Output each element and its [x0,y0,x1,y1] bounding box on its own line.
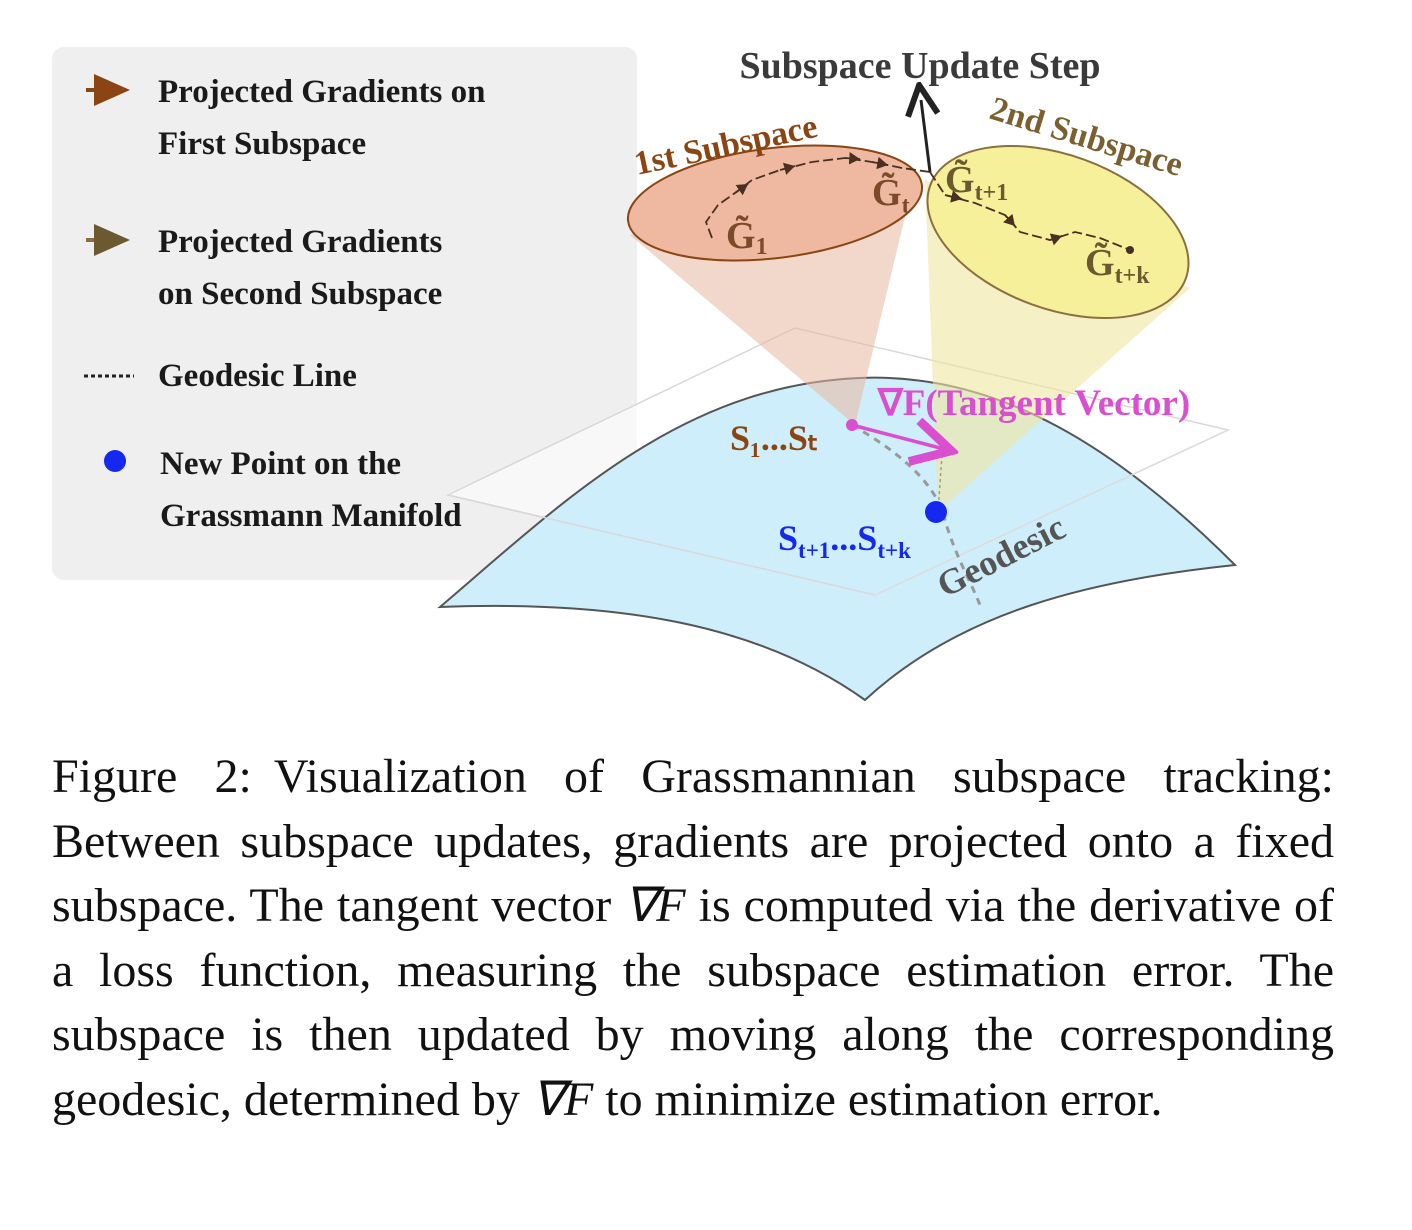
diagram-canvas: Subspace Update Step 1st Subspace 2nd Su… [84,45,1238,702]
legend-blue-dot-icon [104,450,126,472]
gt1-label: G̃t+1 [945,159,1008,206]
g1-label: G̃1 [726,215,768,260]
s-range-first-label: S₁...Sₜ [730,418,818,458]
nabla-f-math-2: ∇F [531,1072,594,1126]
nabla-f-math: ∇F [624,879,686,932]
gt-label: G̃t [872,172,910,219]
second-subspace-ellipse [926,144,1190,320]
legend-item-new-point: New Point on the Grassmann Manifold [160,446,462,534]
first-subspace-ellipse [626,144,924,262]
caption-label: Figure 2: [52,750,252,803]
legend-item-geodesic: Geodesic Line [158,358,357,394]
tangent-vector-arrow [851,425,948,450]
legend-item-first: Projected Gradients on First Subspace [158,74,486,162]
gtk-label: G̃t+k [1085,242,1150,289]
legend-item-second: Projected Gradients on Second Subspace [158,224,443,312]
tangent-vector-label: ∇F(Tangent Vector) [877,383,1190,424]
grassmann-manifold [437,376,1238,702]
update-step-arrow [921,100,930,173]
s-range-new-label: St+1...St+k [778,518,911,563]
new-point [925,501,947,523]
figure: Subspace Update Step 1st Subspace 2nd Su… [52,45,1238,702]
update-step-label: Subspace Update Step [739,45,1100,87]
current-point [846,419,858,431]
figure-caption: Figure 2:Visualization of Grassmannian s… [52,750,1334,1126]
geodesic-line [851,423,982,606]
